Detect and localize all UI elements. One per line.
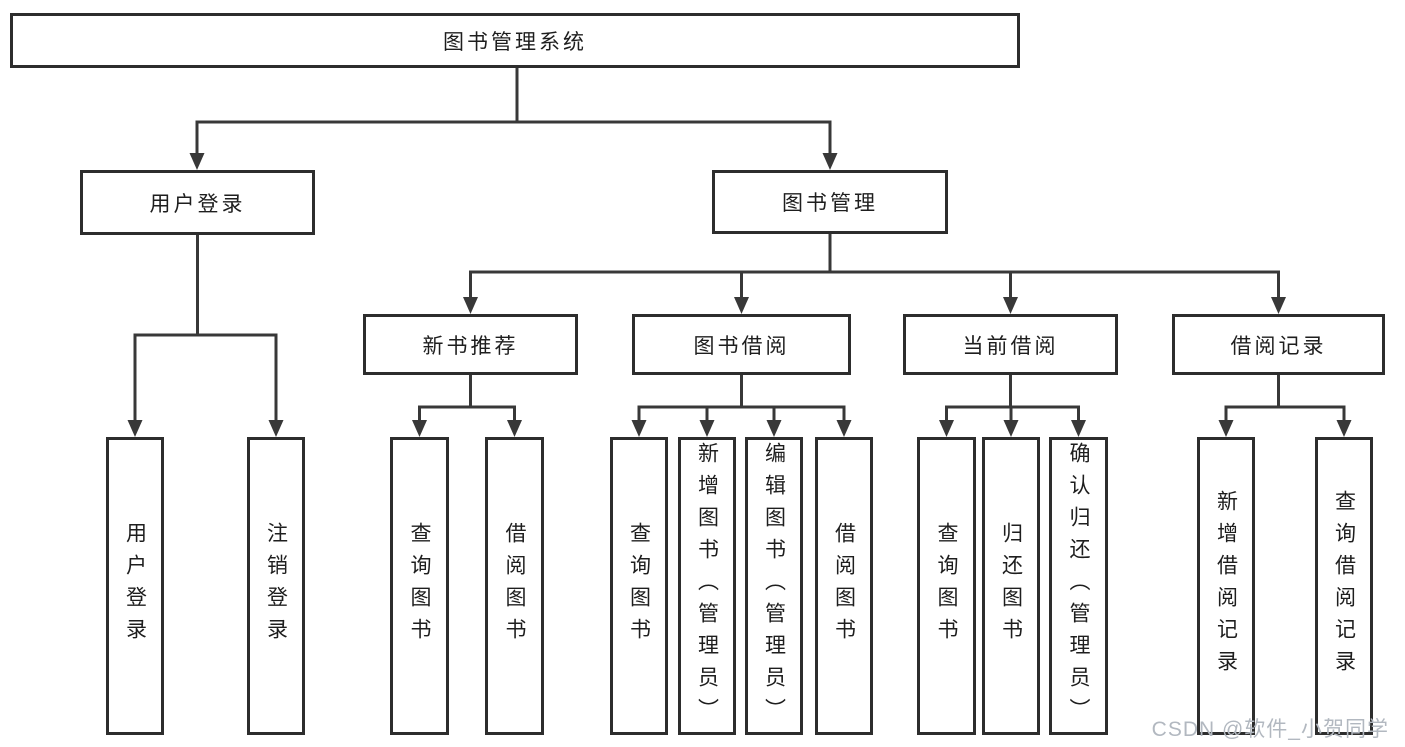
leaf-return-books: 归还图书	[982, 437, 1040, 735]
leaf-borrow-borrow-books: 借阅图书	[815, 437, 873, 735]
node-current-borrow: 当前借阅	[903, 314, 1118, 375]
node-user-login: 用户登录	[80, 170, 315, 235]
leaf-query-borrow-record: 查询借阅记录	[1315, 437, 1373, 735]
leaf-recommend-borrow-books-label: 借阅图书	[503, 522, 526, 650]
leaf-query-borrow-record-label: 查询借阅记录	[1332, 490, 1356, 682]
leaf-add-book-admin-label: 新增图书（管理员）	[695, 442, 719, 730]
leaf-user-login: 用户登录	[106, 437, 164, 735]
node-borrow-records: 借阅记录	[1172, 314, 1385, 375]
leaf-borrow-query-books: 查询图书	[610, 437, 668, 735]
leaf-edit-book-admin: 编辑图书（管理员）	[745, 437, 803, 735]
leaf-borrow-query-books-label: 查询图书	[627, 522, 651, 650]
leaf-current-query-books: 查询图书	[917, 437, 976, 735]
leaf-add-borrow-record-label: 新增借阅记录	[1214, 490, 1238, 682]
leaf-recommend-query-books: 查询图书	[390, 437, 449, 735]
leaf-current-query-books-label: 查询图书	[935, 522, 958, 650]
leaf-edit-book-admin-label: 编辑图书（管理员）	[762, 442, 786, 730]
leaf-return-books-label: 归还图书	[999, 522, 1023, 650]
leaf-logout: 注销登录	[247, 437, 305, 735]
leaf-user-login-label: 用户登录	[123, 522, 147, 650]
leaf-borrow-borrow-books-label: 借阅图书	[832, 522, 856, 650]
node-root-library-system: 图书管理系统	[10, 13, 1020, 68]
leaf-confirm-return-admin: 确认归还（管理员）	[1049, 437, 1108, 735]
leaf-confirm-return-admin-label: 确认归还（管理员）	[1067, 442, 1090, 730]
node-book-management: 图书管理	[712, 170, 948, 234]
leaf-logout-label: 注销登录	[264, 522, 288, 650]
watermark: CSDN @软件_小贺同学	[1151, 718, 1389, 741]
leaf-recommend-query-books-label: 查询图书	[408, 522, 431, 650]
leaf-add-book-admin: 新增图书（管理员）	[678, 437, 736, 735]
node-new-book-recommend: 新书推荐	[363, 314, 578, 375]
leaf-add-borrow-record: 新增借阅记录	[1197, 437, 1255, 735]
leaf-recommend-borrow-books: 借阅图书	[485, 437, 544, 735]
node-book-borrow: 图书借阅	[632, 314, 851, 375]
